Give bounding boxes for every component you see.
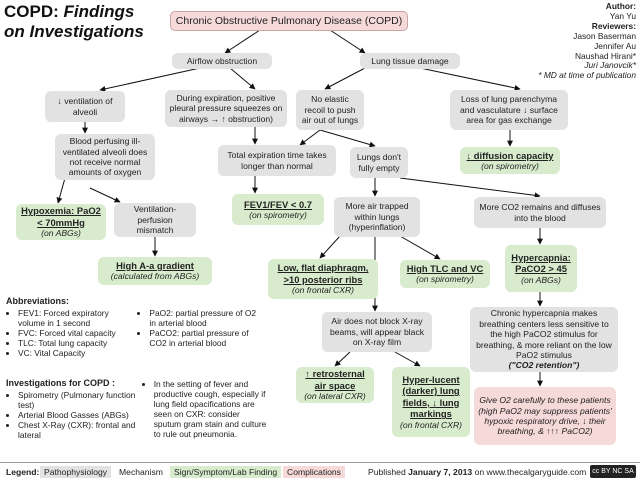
node-airflow-obstruction: Airflow obstruction <box>172 53 272 69</box>
authors-block: Author: Yan Yu Reviewers: Jason Baserman… <box>516 1 636 81</box>
published-line: Published January 7, 2013 on www.thecalg… <box>368 467 587 477</box>
node-expiration: During expiration, positive pleural pres… <box>165 90 287 127</box>
title-italic-1: Findings <box>63 2 135 21</box>
abbreviations-heading: Abbreviations: <box>6 296 70 306</box>
author-name: Yan Yu <box>609 10 636 21</box>
investigations-heading: Investigations for COPD : <box>6 378 116 388</box>
node-hypoxemia: Hypoxemia: PaO2 < 70mmHg (on ABGs) <box>16 204 106 240</box>
node-dec-ventilation: ↓ ventilation of alveoli <box>45 91 125 122</box>
investigation-item: Arterial Blood Gasses (ABGs) <box>18 410 142 420</box>
node-give-o2: Give O2 carefully to these patients (hig… <box>474 387 616 445</box>
node-air-xray: Air does not block X-ray beams, will app… <box>322 312 432 352</box>
legend-mechanism: Mechanism <box>115 466 167 478</box>
node-copd: Chronic Obstructive Pulmonary Disease (C… <box>170 11 408 31</box>
node-retrosternal: ↑ retrosternal air space (on lateral CXR… <box>296 367 374 403</box>
abbreviation-item: VC: Vital Capacity <box>18 348 137 358</box>
legend-pathophysiology: Pathophysiology <box>40 466 112 478</box>
investigation-note: In the setting of fever and productive c… <box>154 379 268 439</box>
reviewer-name: Jason Baserman <box>573 30 636 41</box>
author-label: Author: <box>605 1 636 11</box>
node-air-trapped: More air trapped within lungs (hyperinfl… <box>334 197 420 237</box>
investigation-item: Chest X-Ray (CXR): frontal and lateral <box>18 420 142 440</box>
legend-label: Legend: <box>6 467 40 477</box>
abbreviation-item: FEV1: Forced expiratory volume in 1 seco… <box>18 308 137 328</box>
investigations-panel: Investigations for COPD : Spirometry (Pu… <box>6 378 268 440</box>
md-note: * MD at time of publication <box>538 70 636 81</box>
node-blood-perfusing: Blood perfusing ill-ventilated alveoli d… <box>55 134 155 180</box>
abbreviation-item: TLC: Total lung capacity <box>18 338 137 348</box>
abbreviation-item: FVC: Forced vital capacity <box>18 328 137 338</box>
node-co2-retention: Chronic hypercapnia makes breathing cent… <box>470 307 618 372</box>
node-hyperlucent: Hyper-lucent (darker) lung fields, ↓ lun… <box>392 367 470 437</box>
node-aa-gradient: High A-a gradient (calculated from ABGs) <box>98 257 212 285</box>
node-high-tlc: High TLC and VC (on spirometry) <box>400 260 490 288</box>
reviewer-name: Juri Janovcik* <box>584 60 636 71</box>
abbreviation-item: PaO2: partial pressure of O2 in arterial… <box>149 308 264 328</box>
legend-sign-symptom: Sign/Symptom/Lab Finding <box>170 466 282 478</box>
node-more-co2: More CO2 remains and diffuses into the b… <box>474 197 606 228</box>
creative-commons-icon: cc BY NC SA <box>590 465 636 478</box>
node-diffusion-capacity: ↓ diffusion capacity (on spirometry) <box>460 147 560 174</box>
title-italic-2: on Investigations <box>4 21 144 41</box>
abbreviations-panel: Abbreviations: FEV1: Forced expiratory v… <box>6 296 264 358</box>
node-hypercapnia: Hypercapnia: PaCO2 > 45 (on ABGs) <box>505 245 577 292</box>
node-lungs-dont-empty: Lungs don't fully empty <box>350 147 408 178</box>
node-vq-mismatch: Ventilation-perfusion mismatch <box>114 203 196 237</box>
node-no-recoil: No elastic recoil to push air out of lun… <box>296 90 364 130</box>
reviewer-name: Jennifer Au <box>594 40 636 51</box>
investigation-item: Spirometry (Pulmonary function test) <box>18 390 142 410</box>
node-total-expiration: Total expiration time takes longer than … <box>218 145 336 176</box>
abbreviation-item: PaCO2: partial pressure of CO2 in arteri… <box>149 328 264 348</box>
node-low-diaphragm: Low, flat diaphragm, >10 posterior ribs … <box>268 259 378 299</box>
title-main: COPD: <box>4 2 59 21</box>
node-fev1: FEV1/FEV < 0.7 (on spirometry) <box>232 194 324 225</box>
node-loss-parenchyma: Loss of lung parenchyma and vasculature … <box>450 90 568 130</box>
reviewer-name: Naushad Hirani* <box>575 50 636 61</box>
legend-complications: Complications <box>283 466 345 478</box>
diagram-title: COPD: Findings on Investigations <box>4 2 174 41</box>
reviewers-label: Reviewers: <box>591 20 636 31</box>
legend-bar: Legend: Pathophysiology Mechanism Sign/S… <box>0 462 640 481</box>
node-lung-tissue-damage: Lung tissue damage <box>360 53 460 69</box>
